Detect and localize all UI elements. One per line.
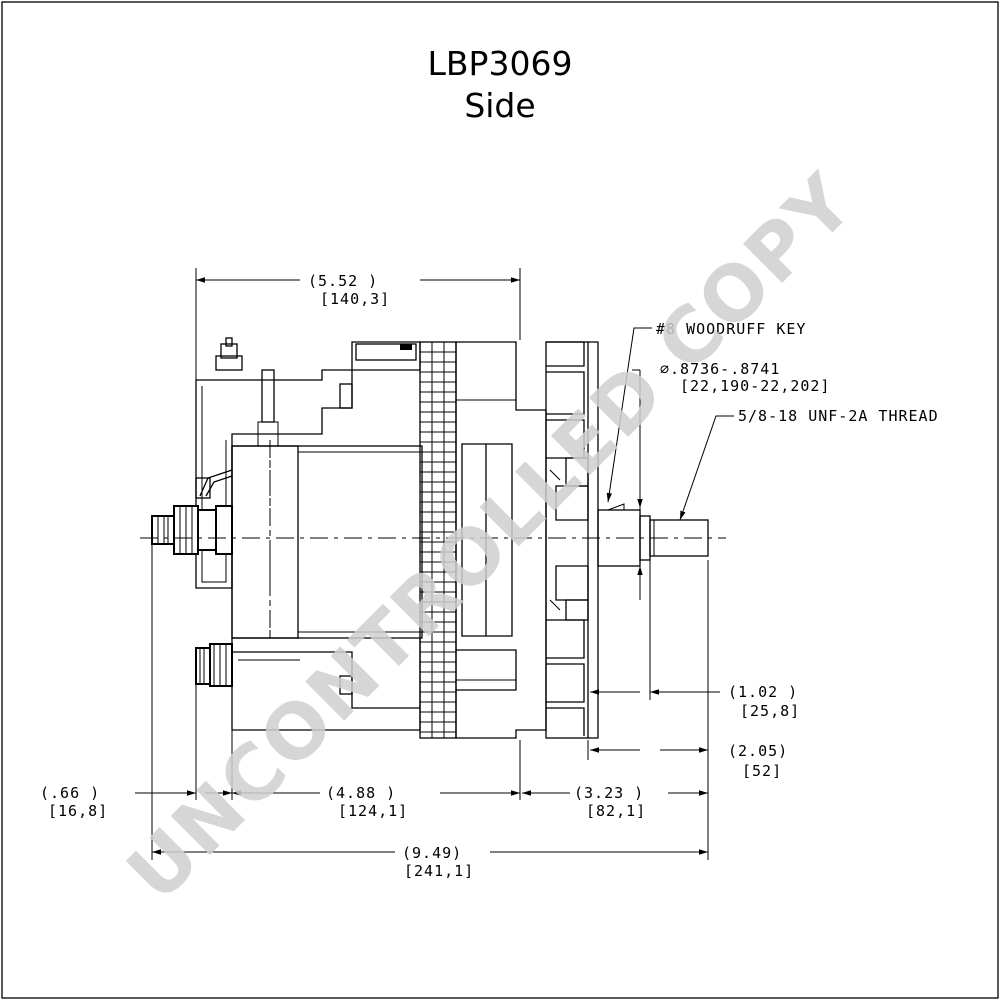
alternator-outline	[140, 337, 726, 739]
dim-terminal-offset-mm: [16,8]	[48, 802, 108, 820]
dim-shaft-extension-mm: [25,8]	[740, 702, 800, 720]
dim-body-length-mm: [140,3]	[320, 290, 390, 308]
fan-pulley	[545, 341, 599, 739]
dim-terminal-offset-in: (.66 )	[40, 784, 100, 802]
dim-overall-length-mm: [241,1]	[404, 862, 474, 880]
dim-front-length-in: (3.23 )	[574, 784, 644, 802]
dimension-lines	[135, 277, 734, 855]
dim-overall-length-in: (9.49)	[402, 844, 462, 862]
dim-housing-length-in: (4.88 )	[326, 784, 396, 802]
part-number-title: LBP3069	[428, 44, 573, 83]
dim-body-length-in: (5.52 )	[308, 272, 378, 290]
view-title: Side	[464, 86, 535, 125]
dim-shaft-total-mm: [52]	[742, 762, 782, 780]
note-thread: 5/8-18 UNF-2A THREAD	[738, 407, 939, 425]
shaft	[597, 503, 709, 567]
note-woodruff-key: #8 WOODRUFF KEY	[656, 320, 806, 338]
dim-shaft-total-in: (2.05)	[728, 742, 788, 760]
dim-housing-length-mm: [124,1]	[338, 802, 408, 820]
dim-shaft-extension-in: (1.02 )	[728, 683, 798, 701]
note-shaft-diameter: ∅.8736-.8741	[660, 360, 780, 378]
note-shaft-diameter-mm: [22,190-22,202]	[680, 377, 830, 395]
dim-front-length-mm: [82,1]	[586, 802, 646, 820]
